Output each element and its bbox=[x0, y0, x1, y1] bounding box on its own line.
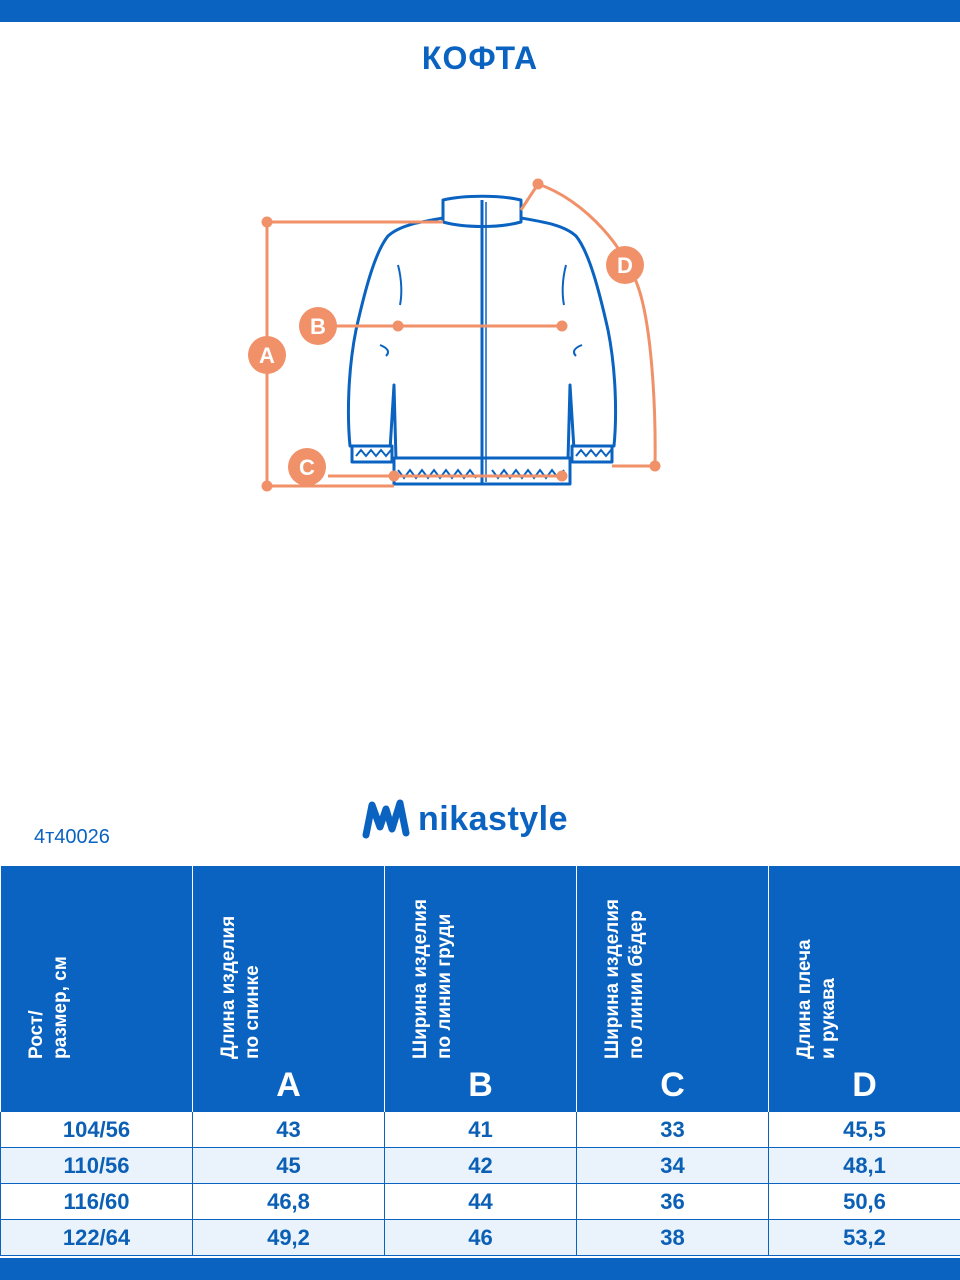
header-label: Ширина изделия по линии бёдер bbox=[601, 899, 647, 1059]
svg-text:D: D bbox=[617, 253, 633, 278]
marker-c: C bbox=[288, 448, 326, 486]
table-cell: 122/64 bbox=[0, 1219, 193, 1256]
header-label: Рост/ размер, см bbox=[25, 956, 71, 1059]
measurement-lines bbox=[261, 178, 661, 492]
header-label: Длина изделия по спинке bbox=[217, 915, 263, 1059]
table-cell: 38 bbox=[576, 1219, 769, 1256]
table-cell: 45,5 bbox=[768, 1111, 960, 1148]
top-bar bbox=[0, 0, 960, 22]
table-cell: 46 bbox=[384, 1219, 577, 1256]
table-cell: 34 bbox=[576, 1147, 769, 1184]
table-cell: 116/60 bbox=[0, 1183, 193, 1220]
header-chest-width: Ширина изделия по линии груди B bbox=[384, 866, 577, 1112]
table-cell: 42 bbox=[384, 1147, 577, 1184]
table-cell: 46,8 bbox=[192, 1183, 385, 1220]
marker-a: A bbox=[248, 336, 286, 374]
table-cell: 44 bbox=[384, 1183, 577, 1220]
nikastyle-wave-logo-icon bbox=[362, 799, 410, 839]
table-row: 104/56 43 41 33 45,5 bbox=[0, 1111, 960, 1148]
header-letter: C bbox=[660, 1066, 685, 1104]
jacket-measurement-diagram: A B C D bbox=[230, 170, 690, 500]
header-letter: B bbox=[468, 1066, 493, 1104]
table-cell: 110/56 bbox=[0, 1147, 193, 1184]
article-number: 4т40026 bbox=[34, 826, 110, 848]
table-cell: 53,2 bbox=[768, 1219, 960, 1256]
table-cell: 43 bbox=[192, 1111, 385, 1148]
marker-d: D bbox=[606, 246, 644, 284]
svg-text:A: A bbox=[259, 343, 275, 368]
table-cell: 45 bbox=[192, 1147, 385, 1184]
svg-text:B: B bbox=[310, 314, 326, 339]
header-back-length: Длина изделия по спинке A bbox=[192, 866, 385, 1112]
header-shoulder-sleeve-length: Длина плеча и рукава D bbox=[768, 866, 960, 1112]
svg-text:C: C bbox=[299, 455, 315, 480]
header-letter: A bbox=[276, 1066, 301, 1104]
table-row: 122/64 49,2 46 38 53,2 bbox=[0, 1219, 960, 1256]
brand-name: nikastyle bbox=[418, 799, 569, 838]
table-cell: 41 bbox=[384, 1111, 577, 1148]
header-height-size: Рост/ размер, см bbox=[0, 866, 193, 1112]
table-cell: 104/56 bbox=[0, 1111, 193, 1148]
header-letter: D bbox=[852, 1066, 877, 1104]
table-row: 110/56 45 42 34 48,1 bbox=[0, 1147, 960, 1184]
table-cell: 49,2 bbox=[192, 1219, 385, 1256]
brand-logo: nikastyle bbox=[362, 796, 568, 842]
table-cell: 33 bbox=[576, 1111, 769, 1148]
header-label: Ширина изделия по линии груди bbox=[409, 899, 455, 1059]
table-cell: 48,1 bbox=[768, 1147, 960, 1184]
marker-b: B bbox=[299, 307, 337, 345]
page-title: КОФТА bbox=[421, 40, 539, 76]
size-table: Рост/ размер, см Длина изделия по спинке… bbox=[0, 866, 960, 1256]
header-label: Длина плеча и рукава bbox=[793, 939, 839, 1059]
table-row: 116/60 46,8 44 36 50,6 bbox=[0, 1183, 960, 1220]
header-hip-width: Ширина изделия по линии бёдер C bbox=[576, 866, 769, 1112]
bottom-bar bbox=[0, 1258, 960, 1280]
table-cell: 50,6 bbox=[768, 1183, 960, 1220]
cuff-ribbing bbox=[355, 448, 612, 458]
table-cell: 36 bbox=[576, 1183, 769, 1220]
table-header-row: Рост/ размер, см Длина изделия по спинке… bbox=[0, 866, 960, 1112]
